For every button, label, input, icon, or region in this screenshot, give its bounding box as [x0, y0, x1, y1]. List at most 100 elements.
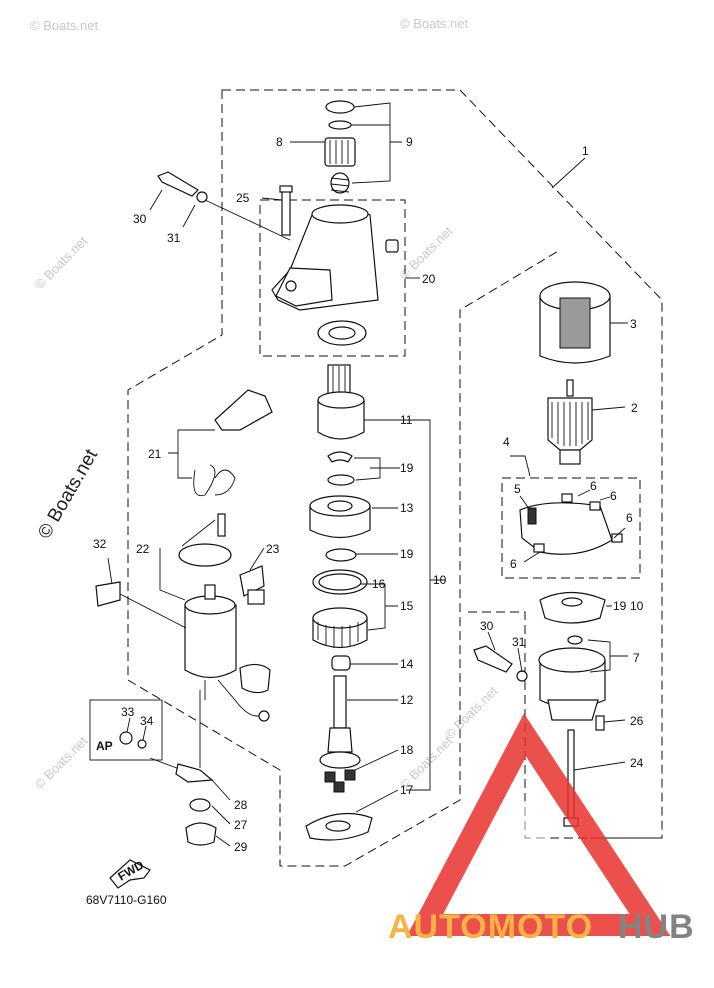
part-23-boot — [239, 663, 271, 694]
logo-triangle-icon — [406, 713, 671, 936]
part-31-washer-lower — [516, 670, 528, 682]
logo-text-automoto: AUTOMOTO — [388, 908, 593, 946]
housing-flange — [275, 267, 333, 307]
callout-30a: 30 — [133, 212, 147, 226]
watermark-text: © Boats.net — [30, 18, 99, 33]
watermark-text: © Boats.net — [32, 733, 91, 792]
part-7-bushing — [567, 635, 583, 645]
assembly-1-left-outline — [127, 90, 561, 867]
callout-5: 5 — [514, 482, 521, 496]
assembly-outlines — [127, 89, 663, 867]
housing-plug — [385, 239, 399, 253]
part-21-wire-clip — [193, 464, 236, 497]
housing-bearing-hole — [328, 326, 356, 340]
part-33-nut — [119, 731, 133, 745]
watermark-text: © Boats.net — [442, 683, 501, 742]
watermark-text: © Boats.net — [32, 233, 91, 292]
part-9-washer — [328, 120, 352, 130]
leader-line-21 — [168, 429, 215, 479]
callout-21: 21 — [148, 447, 162, 461]
callout-6b: 6 — [610, 489, 617, 503]
part-23-block — [247, 589, 265, 605]
part-6-brush-d — [533, 543, 545, 553]
part-3-magnet — [559, 297, 591, 349]
callout-10b: 10 — [630, 599, 644, 613]
leader-lines-30-31 — [149, 189, 291, 241]
part-18-pin-b — [344, 769, 356, 781]
leader-line-25 — [261, 197, 283, 201]
drawing-code: 68V7110-G160 — [86, 893, 167, 907]
armature-windings — [551, 402, 589, 446]
callout-33: 33 — [121, 705, 135, 719]
callout-labels: 1 2 3 4 5 6 6 6 6 7 8 9 10 11 12 13 14 1… — [86, 135, 644, 907]
callout-34: 34 — [140, 714, 154, 728]
callout-8: 8 — [276, 135, 283, 149]
part-25-bolt — [281, 188, 291, 236]
callout-22: 22 — [136, 542, 150, 556]
callout-25: 25 — [236, 191, 250, 205]
part-32-label — [95, 581, 121, 607]
clutch-shaft-stack — [305, 364, 445, 841]
part-30-bolt-lower — [473, 645, 513, 673]
callout-9: 9 — [406, 135, 413, 149]
callout-7: 7 — [633, 651, 640, 665]
plate-hole — [325, 820, 351, 832]
part-16-ring-inner — [318, 573, 362, 591]
part-19-plate-hole — [561, 597, 583, 607]
part-15-top — [312, 607, 368, 629]
part-19-washer-mid — [325, 548, 357, 562]
housing-top-opening — [311, 204, 369, 224]
spring-coils — [330, 177, 350, 193]
part-19-washer — [327, 474, 355, 486]
callout-30b: 30 — [480, 619, 494, 633]
ap-label: AP — [96, 739, 113, 753]
part-13-hole — [327, 500, 353, 512]
part-19-plate — [539, 591, 606, 624]
callout-19a: 19 — [400, 461, 414, 475]
callout-4: 4 — [503, 435, 510, 449]
part-5-brush — [527, 507, 537, 525]
callout-31a: 31 — [167, 231, 181, 245]
part-9-spring — [330, 172, 350, 194]
leader-line-1 — [551, 157, 586, 189]
part-6-brush-b — [589, 501, 601, 511]
part-12-shaft — [333, 675, 347, 729]
leader-lines-22-23 — [159, 519, 265, 601]
callout-11: 11 — [400, 413, 413, 427]
part-23-cushion — [239, 565, 265, 597]
ap-box — [89, 699, 163, 761]
part-29-cap — [185, 822, 217, 846]
part-30-bolt-upper — [157, 171, 199, 197]
relay-wire-ring — [258, 710, 270, 722]
relay-terminal — [204, 584, 216, 600]
watermark-boats-net: © Boats.net — [34, 445, 102, 542]
leader-lines-8-9 — [290, 102, 402, 184]
part-7-cover-foot — [547, 699, 599, 721]
callout-23: 23 — [266, 542, 280, 556]
callout-27: 27 — [234, 818, 248, 832]
part-18-pin-c — [333, 781, 345, 793]
callout-6d: 6 — [510, 557, 517, 571]
part-22-screw — [217, 513, 226, 537]
part-27-grommet — [189, 798, 211, 812]
part-22-gasket — [178, 543, 232, 567]
callout-15: 15 — [400, 599, 414, 613]
callout-26: 26 — [630, 714, 644, 728]
callout-18: 18 — [400, 743, 414, 757]
upper-bolts — [149, 171, 293, 241]
part-34-washer — [137, 739, 147, 749]
part-9-snap-ring-top — [325, 100, 355, 114]
assembly-1-outline — [222, 89, 663, 839]
callout-19c: 19 — [613, 599, 627, 613]
leader-lines-end-cover — [487, 605, 628, 771]
callout-32: 32 — [93, 537, 107, 551]
part-7-cover-top — [538, 647, 606, 673]
automotohub-logo: AUTOMOTO HUB — [388, 713, 694, 946]
callout-19b: 19 — [400, 547, 414, 561]
end-cover-assembly — [473, 591, 628, 827]
relay-assembly — [89, 389, 273, 889]
part-8-pinion-gear — [324, 137, 356, 167]
leader-lines-33-34 — [126, 690, 201, 771]
